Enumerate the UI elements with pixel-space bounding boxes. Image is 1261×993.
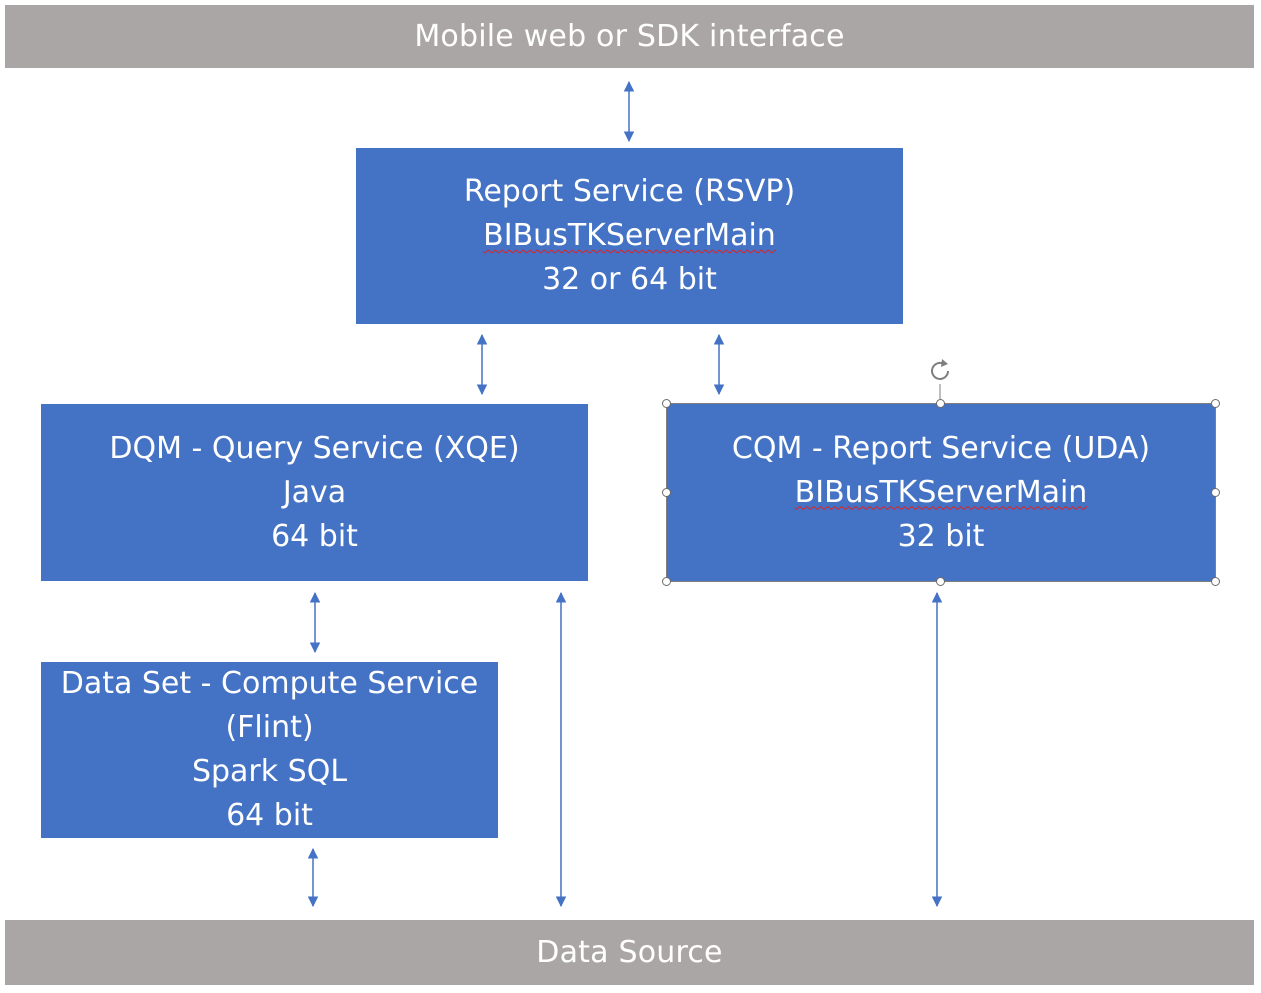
rsvp-bits: 32 or 64 bit xyxy=(542,262,717,297)
resize-handle-top-right[interactable] xyxy=(1211,399,1220,408)
resize-handle-bottom-center[interactable] xyxy=(936,577,945,586)
resize-handle-top-left[interactable] xyxy=(662,399,671,408)
report-service-rsvp-box[interactable]: Report Service (RSVP) BIBusTKServerMain … xyxy=(356,148,903,324)
cqm-title: CQM - Report Service (UDA) xyxy=(731,430,1151,466)
data-source-label: Data Source xyxy=(536,935,723,970)
rsvp-process: BIBusTKServerMain xyxy=(483,218,776,253)
resize-handle-bottom-right[interactable] xyxy=(1211,577,1220,586)
mobile-interface-bar[interactable]: Mobile web or SDK interface xyxy=(5,5,1254,68)
dataset-process: Spark SQL xyxy=(191,754,348,789)
resize-handle-bottom-left[interactable] xyxy=(662,577,671,586)
dqm-query-service-box[interactable]: DQM - Query Service (XQE) Java 64 bit xyxy=(41,404,588,581)
dataset-title-line1: Data Set - Compute Service xyxy=(60,666,479,701)
rsvp-title: Report Service (RSVP) xyxy=(463,174,796,209)
resize-handle-middle-left[interactable] xyxy=(662,488,671,497)
cqm-report-service-box[interactable]: CQM - Report Service (UDA) BIBusTKServer… xyxy=(666,404,1216,581)
rotate-handle-icon[interactable] xyxy=(931,359,949,399)
dataset-bits: 64 bit xyxy=(226,798,313,833)
mobile-interface-label: Mobile web or SDK interface xyxy=(414,19,845,54)
dqm-process: Java xyxy=(282,474,347,510)
data-source-bar[interactable]: Data Source xyxy=(5,920,1254,985)
dataset-compute-service-box[interactable]: Data Set - Compute Service (Flint) Spark… xyxy=(41,662,498,838)
dataset-title-line2: (Flint) xyxy=(225,710,314,745)
cqm-bits: 32 bit xyxy=(897,518,985,554)
resize-handle-middle-right[interactable] xyxy=(1211,488,1220,497)
dqm-title: DQM - Query Service (XQE) xyxy=(109,430,520,466)
dqm-bits: 64 bit xyxy=(271,518,358,554)
cqm-process: BIBusTKServerMain xyxy=(794,474,1088,510)
resize-handle-top-center[interactable] xyxy=(936,399,945,408)
